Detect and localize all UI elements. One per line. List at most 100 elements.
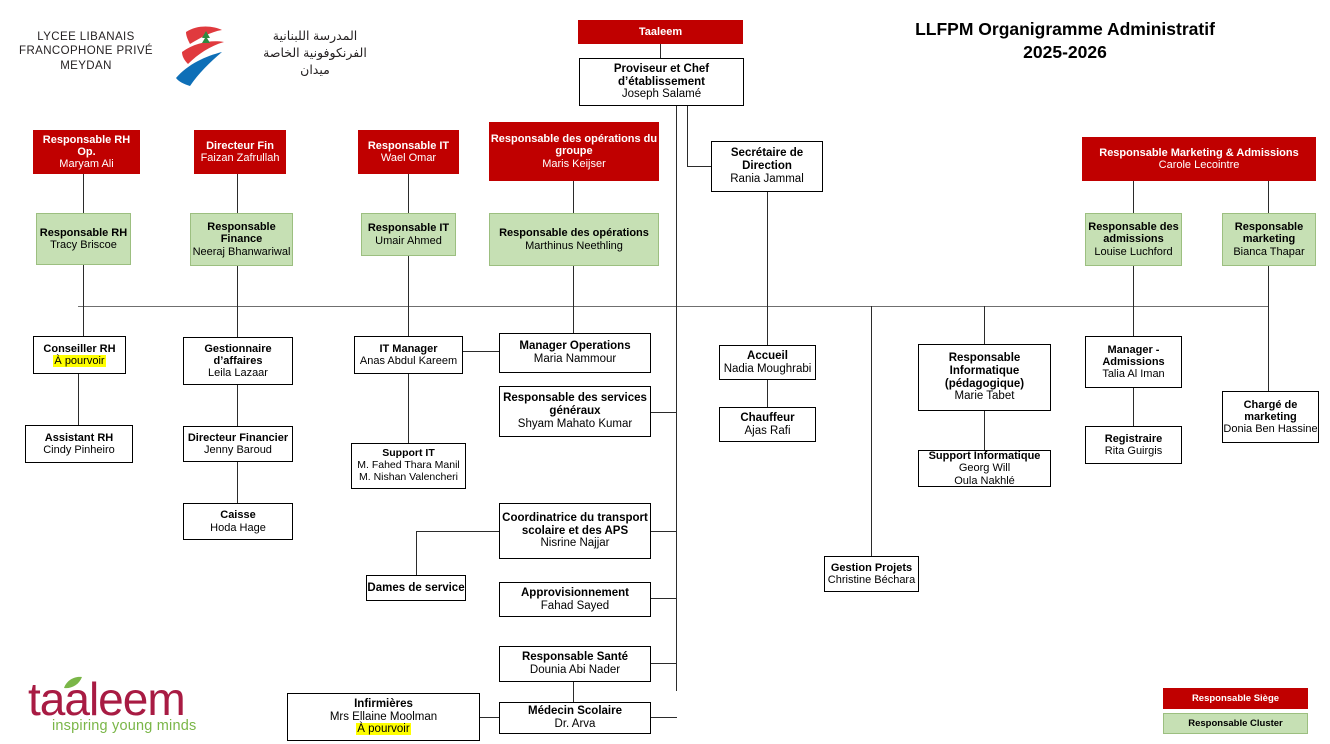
node-proviseur[interactable]: Proviseur et Chef d’établissement Joseph… xyxy=(579,58,744,106)
connector-proviseur-secretaire-h xyxy=(687,166,711,168)
page-title-line1: LLFPM Organigramme Administratif xyxy=(915,19,1215,39)
node-responsable-marketing-admissions[interactable]: Responsable Marketing & Admissions Carol… xyxy=(1082,137,1316,181)
node-responsable-admissions[interactable]: Responsable des admissions Louise Luchfo… xyxy=(1085,213,1182,266)
node-accueil[interactable]: Accueil Nadia Moughrabi xyxy=(719,345,816,380)
node-responsable-rh-op[interactable]: Responsable RH Op. Maryam Ali xyxy=(33,130,140,174)
node-support-it[interactable]: Support IT M. Fahed Thara Manil M. Nisha… xyxy=(351,443,466,489)
connector-dirfinancier-caisse xyxy=(237,462,239,503)
node-dames-de-service[interactable]: Dames de service xyxy=(366,575,466,601)
node-responsable-it-siege[interactable]: Responsable IT Wael Omar xyxy=(358,130,459,174)
page-title-line2: 2025-2026 xyxy=(1023,41,1107,62)
node-responsable-informatique-pedagogique[interactable]: Responsable Informatique (pédagogique) M… xyxy=(918,344,1051,411)
node-responsable-sante-title: Responsable Santé xyxy=(521,651,629,664)
node-support-informatique-title: Support Informatique xyxy=(928,450,1041,463)
node-conseiller-rh-title: Conseiller RH xyxy=(43,342,116,355)
legend-siege-label: Responsable Siège xyxy=(1191,693,1280,704)
node-gestionnaire-affaires-title: Gestionnaire d’affaires xyxy=(204,342,272,367)
node-gestion-projets-title: Gestion Projets xyxy=(830,561,913,574)
node-directeur-fin[interactable]: Directeur Fin Faizan Zafrullah xyxy=(194,130,286,174)
connector-itmanager-managerops xyxy=(462,351,499,353)
node-assistant-rh-name: Cindy Pinheiro xyxy=(43,444,115,456)
connector-spine-sante xyxy=(650,663,677,665)
node-it-manager[interactable]: IT Manager Anas Abdul Kareem xyxy=(354,336,463,374)
node-directeur-financier-name: Jenny Baroud xyxy=(204,444,272,456)
node-chauffeur[interactable]: Chauffeur Ajas Rafi xyxy=(719,407,816,442)
connector-ops-spine xyxy=(676,306,678,691)
node-approvisionnement[interactable]: Approvisionnement Fahad Sayed xyxy=(499,582,651,617)
node-responsable-marketing-admissions-title: Responsable Marketing & Admissions xyxy=(1099,146,1299,159)
connector-bus-gestionprojets xyxy=(871,306,873,556)
connector-mkt-admissions xyxy=(1133,181,1135,213)
node-medecin-scolaire[interactable]: Médecin Scolaire Dr. Arva xyxy=(499,702,651,734)
connector-rhop-resprh xyxy=(83,174,85,213)
node-responsable-rh[interactable]: Responsable RH Tracy Briscoe xyxy=(36,213,131,265)
node-responsable-operations-title: Responsable des opérations xyxy=(499,227,649,240)
node-responsable-operations-groupe[interactable]: Responsable des opérations du groupe Mar… xyxy=(489,122,659,181)
node-responsable-marketing-admissions-name: Carole Lecointre xyxy=(1158,159,1240,171)
node-support-it-title: Support IT xyxy=(382,447,435,460)
brand-wordmark-text: taaleem xyxy=(28,673,186,725)
node-manager-operations[interactable]: Manager Operations Maria Nammour xyxy=(499,333,651,373)
node-approvisionnement-title: Approvisionnement xyxy=(521,586,629,599)
node-responsable-finance-title: Responsable Finance xyxy=(207,221,276,246)
connector-accueil-chauffeur xyxy=(767,380,769,407)
node-secretaire-direction-name: Rania Jammal xyxy=(730,172,804,185)
legend-cluster-label: Responsable Cluster xyxy=(1188,718,1283,729)
connector-respmarketing-charge xyxy=(1268,266,1270,391)
connector-taaleem-proviseur xyxy=(660,44,662,58)
node-directeur-financier[interactable]: Directeur Financier Jenny Baroud xyxy=(183,426,293,462)
node-manager-admissions[interactable]: Manager - Admissions Talia Al Iman xyxy=(1085,336,1182,388)
node-coordinatrice-transport[interactable]: Coordinatrice du transport scolaire et d… xyxy=(499,503,651,559)
node-responsable-marketing-name: Bianca Thapar xyxy=(1233,245,1305,258)
legend-siege: Responsable Siège xyxy=(1163,688,1308,709)
node-taaleem[interactable]: Taaleem xyxy=(578,20,743,44)
node-charge-marketing-name: Donia Ben Hassine xyxy=(1223,423,1318,436)
connector-itmanager-supportit xyxy=(408,374,410,443)
connector-infirmieres-medecin xyxy=(480,717,500,719)
node-registraire[interactable]: Registraire Rita Guirgis xyxy=(1085,426,1182,464)
legend-cluster: Responsable Cluster xyxy=(1163,713,1308,734)
school-name-latin: LYCEE LIBANAIS FRANCOPHONE PRIVÉ MEYDAN xyxy=(16,30,156,73)
connector-dirfin-respfin xyxy=(237,174,239,213)
lebanon-cedar-flag-logo xyxy=(176,26,224,86)
node-accueil-name: Nadia Moughrabi xyxy=(723,362,812,375)
node-manager-admissions-name: Talia Al Iman xyxy=(1102,368,1165,381)
node-responsable-operations[interactable]: Responsable des opérations Marthinus Nee… xyxy=(489,213,659,266)
connector-opsgroupe-respops xyxy=(573,181,575,213)
connector-bus-respinfo xyxy=(984,306,986,344)
node-gestionnaire-affaires[interactable]: Gestionnaire d’affaires Leila Lazaar xyxy=(183,337,293,385)
school-name-line2: FRANCOPHONE PRIVÉ xyxy=(19,45,153,58)
node-it-manager-name: Anas Abdul Kareem xyxy=(359,355,458,367)
node-gestion-projets[interactable]: Gestion Projets Christine Béchara xyxy=(824,556,919,592)
school-name-arabic-line3: ميدان xyxy=(300,62,330,77)
node-responsable-services-generaux-title: Responsable des services généraux xyxy=(503,392,647,418)
node-responsable-marketing[interactable]: Responsable marketing Bianca Thapar xyxy=(1222,213,1316,266)
node-conseiller-rh[interactable]: Conseiller RH À pourvoir xyxy=(33,336,126,374)
node-medecin-scolaire-title: Médecin Scolaire xyxy=(528,705,622,718)
node-coordinatrice-transport-name: Nisrine Najjar xyxy=(540,537,610,550)
brand-wordmark: taaleem xyxy=(28,672,186,726)
node-responsable-finance[interactable]: Responsable Finance Neeraj Bhanwariwal xyxy=(190,213,293,266)
node-responsable-finance-name: Neeraj Bhanwariwal xyxy=(192,245,291,258)
node-responsable-services-generaux[interactable]: Responsable des services généraux Shyam … xyxy=(499,386,651,437)
brand-tagline-text: inspiring young minds xyxy=(52,718,197,734)
node-support-informatique[interactable]: Support Informatique Georg Will Oula Nak… xyxy=(918,450,1051,487)
connector-conseiller-assistant xyxy=(78,374,80,425)
connector-spine-servicesgeneraux xyxy=(650,412,677,414)
connector-spine-approvisionnement xyxy=(650,598,677,600)
node-assistant-rh[interactable]: Assistant RH Cindy Pinheiro xyxy=(25,425,133,463)
school-name-line1: LYCEE LIBANAIS xyxy=(37,31,135,43)
node-gestionnaire-affaires-name: Leila Lazaar xyxy=(208,367,268,380)
node-responsable-informatique-pedagogique-title: Responsable Informatique (pédagogique) xyxy=(944,351,1025,390)
node-responsable-sante[interactable]: Responsable Santé Dounia Abi Nader xyxy=(499,646,651,682)
connector-gestionnaire-dirfinancier xyxy=(237,385,239,426)
node-secretaire-direction[interactable]: Secrétaire de Direction Rania Jammal xyxy=(711,141,823,192)
node-infirmieres[interactable]: Infirmières Mrs Ellaine Moolman À pourvo… xyxy=(287,693,480,741)
node-charge-marketing-title: Chargé de marketing xyxy=(1243,398,1298,423)
node-accueil-title: Accueil xyxy=(747,349,788,362)
node-taaleem-title: Taaleem xyxy=(638,25,683,38)
node-responsable-it[interactable]: Responsable IT Umair Ahmed xyxy=(361,213,456,256)
node-caisse[interactable]: Caisse Hoda Hage xyxy=(183,503,293,540)
node-charge-marketing[interactable]: Chargé de marketing Donia Ben Hassine xyxy=(1222,391,1319,443)
connector-respadmissions-manager xyxy=(1133,266,1135,336)
